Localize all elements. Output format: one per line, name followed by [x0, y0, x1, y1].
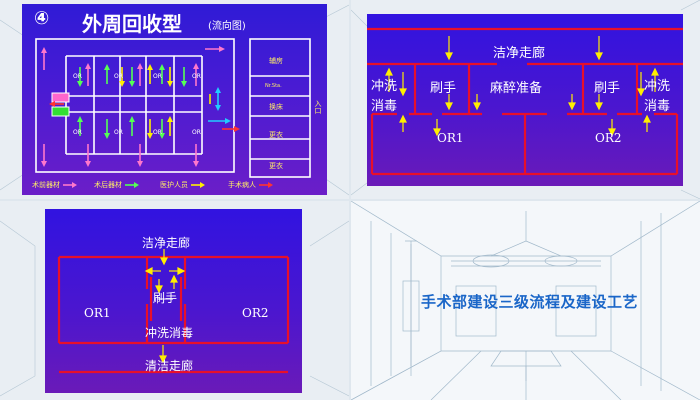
pink-arrow-icon [63, 182, 78, 188]
legend-item: 医护人员 [160, 180, 206, 190]
floor-plan-diagram [35, 38, 311, 178]
legend: 术前器材 术后器材 医护人员 手术病人 [32, 180, 322, 192]
slide-2[interactable]: 洁净走廊 冲洗 消毒 刷手 麻醉准备 刷手 冲洗 消毒 OR1 OR2 [351, 0, 700, 199]
or-label: OR [73, 73, 82, 80]
layout-panel: 洁净走廊 冲洗 消毒 刷手 麻醉准备 刷手 冲洗 消毒 OR1 OR2 [367, 14, 683, 186]
clean-corridor-label: 洁净走廊 [142, 236, 191, 250]
or1-label: OR1 [437, 131, 464, 145]
nurse-station-label: Nr.Sta. [265, 83, 282, 89]
floor-plan-panel: ④ 外周回收型 (流向图) [22, 4, 327, 195]
green-arrow-icon [125, 182, 140, 188]
sketch-background [0, 220, 349, 397]
change-bed-label: 换床 [269, 103, 283, 111]
legend-item: 术后器材 [94, 180, 140, 190]
operating-room-sketch [351, 201, 700, 400]
or-label: OR [153, 73, 162, 80]
slide4-title: 手术部建设三级流程及建设工艺 [421, 293, 639, 311]
wash-disinfect-left-label: 冲洗 [371, 79, 398, 94]
slide-4[interactable]: 手术部建设三级流程及建设工艺 [351, 201, 700, 400]
slide1-title-number: ④ [34, 8, 50, 29]
title-strip: 手术部建设三级流程及建设工艺 [411, 289, 643, 311]
legend-label: 术前器材 [32, 181, 60, 189]
slide1-subtitle: (流向图) [208, 21, 246, 32]
or-label: OR [153, 129, 162, 136]
clean-corridor-bottom-label: 清洁走廊 [145, 359, 194, 373]
or1-label: OR1 [84, 306, 111, 320]
layout-diagram [367, 27, 683, 176]
legend-label: 医护人员 [160, 181, 188, 189]
wash-disinfect-left-label: 消毒 [371, 99, 398, 114]
legend-item: 术前器材 [32, 180, 78, 190]
entrance-label: 入口 [314, 100, 322, 114]
legend-label: 术后器材 [94, 181, 122, 189]
scrub-label: 刷手 [153, 291, 178, 305]
scrub-right-label: 刷手 [594, 81, 621, 96]
layout-diagram [57, 249, 290, 374]
wash-disinfect-label: 冲洗消毒 [145, 326, 194, 340]
or-label: OR [114, 73, 123, 80]
or-label: OR [73, 129, 82, 136]
or2-label: OR2 [595, 131, 622, 145]
or-label: OR [192, 73, 201, 80]
anesthesia-prep-label: 麻醉准备 [490, 81, 543, 96]
clean-corridor-label: 洁净走廊 [493, 46, 546, 61]
wash-disinfect-right-label: 冲洗 [644, 79, 671, 94]
or-label: OR [114, 129, 123, 136]
legend-label: 手术病人 [228, 181, 256, 189]
slide1-title: 外周回收型 [82, 12, 182, 36]
or2-label: OR2 [242, 306, 269, 320]
change-clothes-label: 更衣 [269, 162, 283, 170]
change-clothes-label: 更衣 [269, 131, 283, 139]
red-arrow-icon [259, 182, 274, 188]
or-label: OR [192, 129, 201, 136]
wash-disinfect-right-label: 消毒 [644, 99, 671, 114]
scrub-left-label: 刷手 [430, 81, 457, 96]
layout-panel: 洁净走廊 OR1 OR2 刷手 冲洗消毒 清洁走廊 [45, 209, 302, 393]
slide-3[interactable]: 洁净走廊 OR1 OR2 刷手 冲洗消毒 清洁走廊 [0, 201, 349, 400]
yellow-arrow-icon [191, 182, 206, 188]
slide-1[interactable]: ④ 外周回收型 (流向图) [0, 0, 349, 199]
auxiliary-room-label: 辅房 [269, 57, 283, 65]
legend-item: 手术病人 [228, 180, 274, 190]
